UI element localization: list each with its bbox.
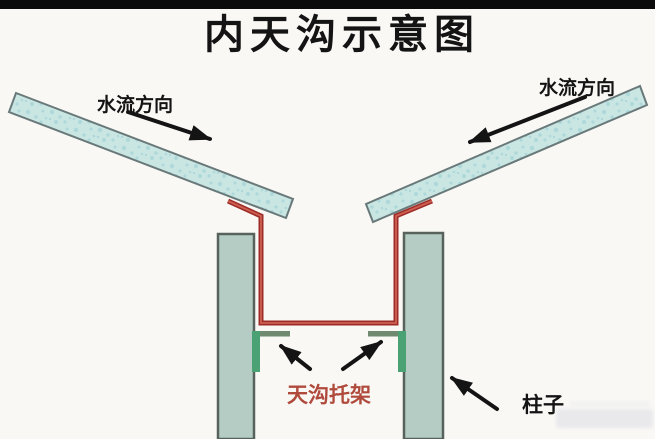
bracket-lip-left — [252, 331, 290, 337]
flow-arrow-left — [126, 110, 212, 141]
bracket-arrow-left — [279, 344, 312, 371]
column-left — [216, 232, 256, 439]
bracket-vertical-left — [252, 331, 260, 372]
top-bar — [0, 0, 655, 9]
column-arrow — [450, 376, 499, 411]
bracket-lip-right — [368, 331, 406, 337]
watermark — [556, 409, 653, 428]
arrows-group — [126, 95, 587, 411]
bracket-arrow-right — [341, 340, 383, 371]
column-right — [402, 231, 445, 439]
flow-label-left: 水流方向 — [97, 93, 173, 116]
flow-label-right: 水流方向 — [539, 76, 615, 99]
roof-panel-right — [364, 84, 649, 224]
roof-panel-left — [7, 91, 295, 220]
flow-arrow-right — [468, 95, 587, 144]
gutter-channel-highlight — [227, 200, 433, 324]
bracket-label: 天沟托架 — [287, 383, 371, 407]
diagram-title: 内天沟示意图 — [204, 11, 480, 58]
bracket-vertical-right — [398, 331, 406, 372]
watermark-smudge — [570, 401, 650, 407]
